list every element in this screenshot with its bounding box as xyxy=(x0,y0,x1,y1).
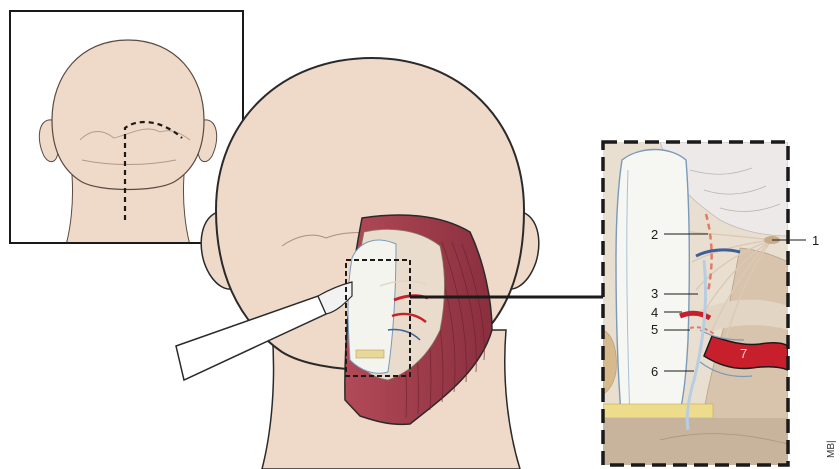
label-3: 3 xyxy=(651,286,658,301)
inset-view xyxy=(10,11,243,245)
credit-mark: MB| xyxy=(826,440,837,458)
callout-7: 7 xyxy=(740,346,747,361)
label-5: 5 xyxy=(651,322,658,337)
label-2: 2 xyxy=(651,227,658,242)
label-4: 4 xyxy=(651,305,658,320)
zoom-view: 1 2 3 4 5 6 7 xyxy=(603,142,819,465)
inset-head xyxy=(52,40,204,190)
label-6: 6 xyxy=(651,364,658,379)
label-7: 7 xyxy=(740,346,747,361)
label-1: 1 xyxy=(812,233,819,248)
